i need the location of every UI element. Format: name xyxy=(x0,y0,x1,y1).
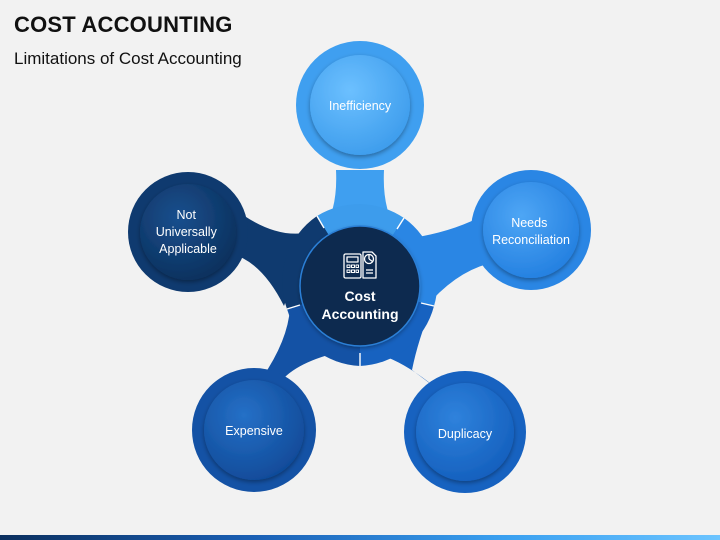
node-duplicacy xyxy=(416,383,514,481)
label-not-universally-applicable: Not Universally Applicable xyxy=(156,208,221,256)
center-label-line1: Cost xyxy=(344,288,375,304)
label-duplicacy: Duplicacy xyxy=(438,427,493,441)
calculator-document-chart-icon xyxy=(343,251,377,279)
center-disc xyxy=(300,226,420,346)
slide-title: COST ACCOUNTING xyxy=(14,12,233,37)
node-needs-reconciliation xyxy=(483,182,579,278)
label-inefficiency: Inefficiency xyxy=(329,99,392,113)
label-needs-reconciliation: Needs Reconciliation xyxy=(492,216,570,247)
center-label-line2: Accounting xyxy=(322,306,399,322)
node-not-universally-applicable xyxy=(140,184,236,280)
label-expensive: Expensive xyxy=(225,424,283,438)
node-expensive xyxy=(204,380,304,480)
footer-accent-bar xyxy=(0,535,720,540)
slide-subtitle: Limitations of Cost Accounting xyxy=(14,49,242,68)
node-inefficiency xyxy=(310,55,410,155)
